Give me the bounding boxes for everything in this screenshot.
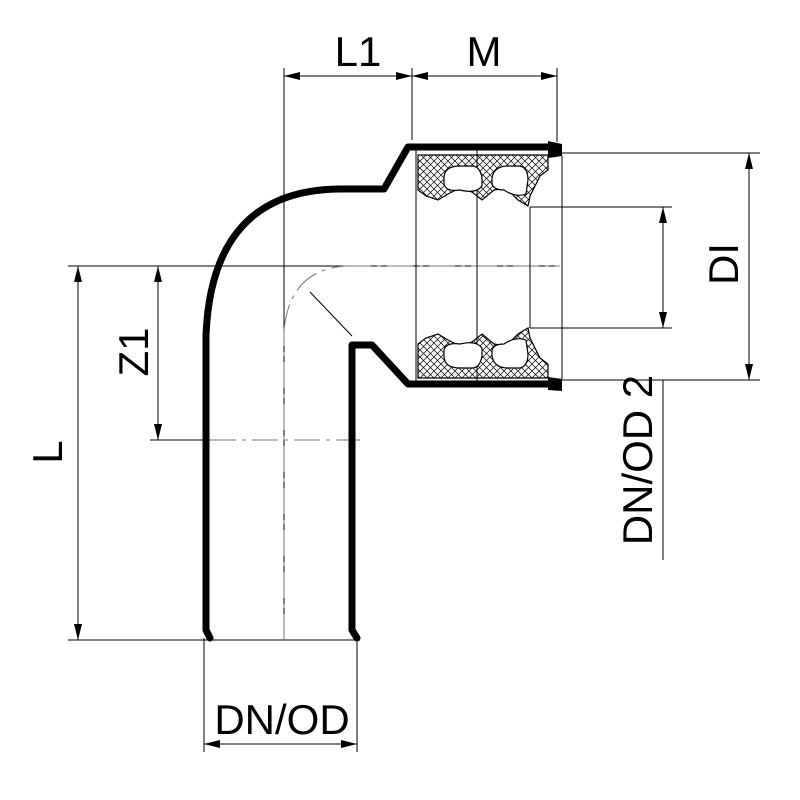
label-dn-od-2: DN/OD 2 <box>614 375 661 545</box>
label-l1: L1 <box>335 28 382 75</box>
label-di: DI <box>700 243 747 285</box>
seal-ring-bottom <box>417 327 549 379</box>
label-dn-od: DN/OD <box>214 696 349 743</box>
dimension-labels: L1 M L Z1 DI DN/OD 2 DN/OD <box>24 28 747 743</box>
dimension-lines <box>74 72 753 748</box>
label-m: M <box>467 28 502 75</box>
elbow-body <box>202 141 563 642</box>
centerlines <box>210 265 560 640</box>
label-l: L <box>24 440 71 463</box>
seal-ring-top <box>417 154 549 207</box>
label-z1: Z1 <box>110 327 157 376</box>
